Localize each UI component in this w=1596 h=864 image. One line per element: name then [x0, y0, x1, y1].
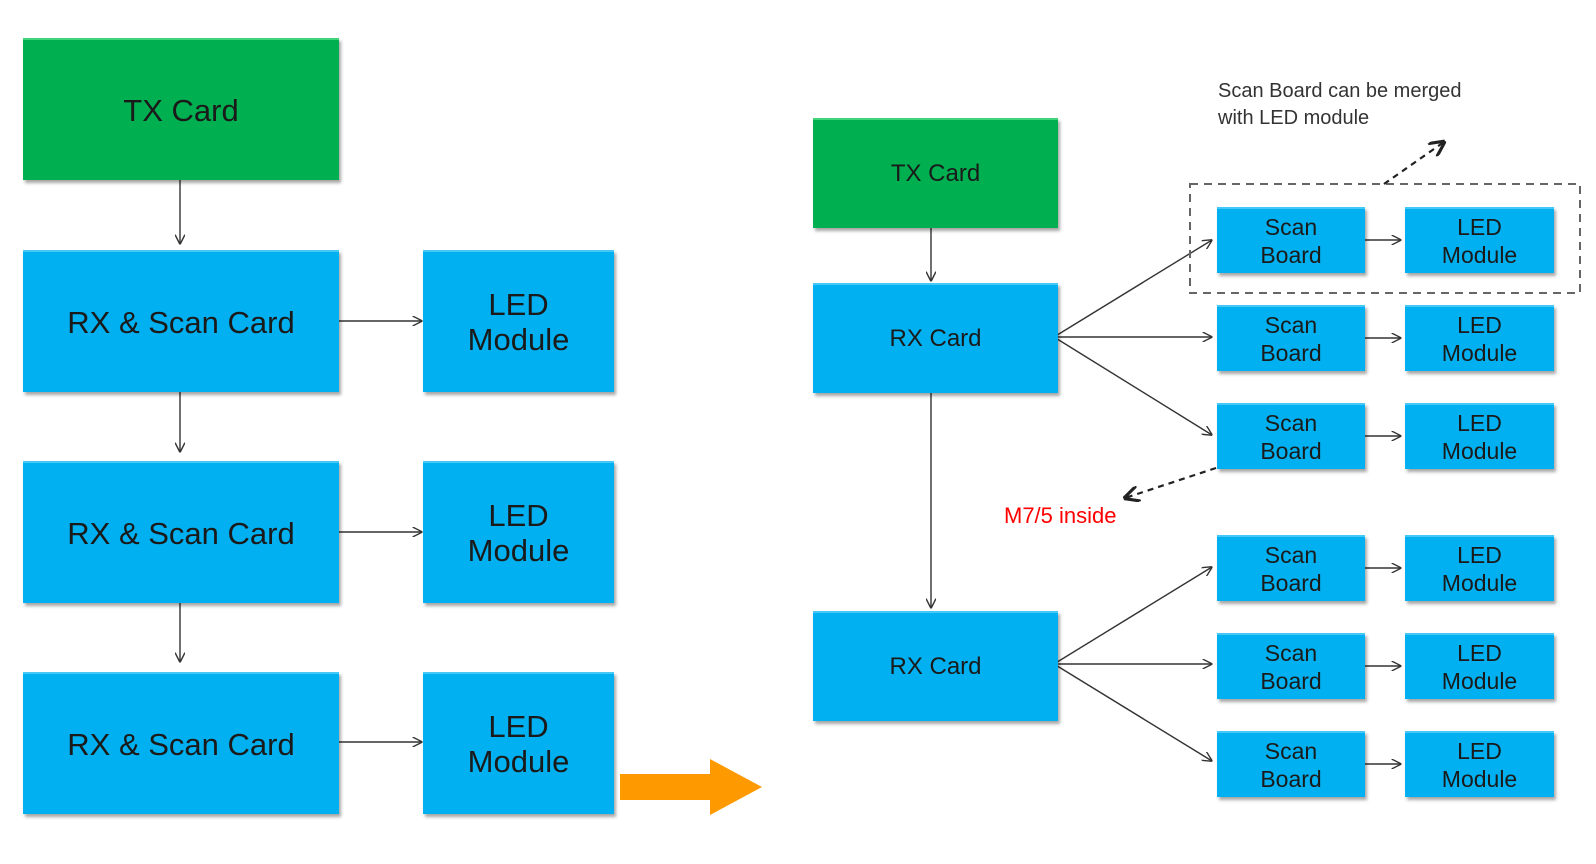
right-led-module-4-label: LED Module [1441, 542, 1518, 596]
left-tx-card-label: TX Card [123, 92, 239, 128]
merge-note-dashed-arrow [1383, 142, 1444, 185]
right-led-module-6: LED Module [1405, 731, 1554, 797]
right-led-module-1: LED Module [1405, 207, 1554, 273]
right-led-module-5-label: LED Module [1441, 640, 1518, 694]
right-rx-card-2: RX Card [813, 611, 1058, 721]
scan-board-3-label: Scan Board [1260, 410, 1322, 464]
scan-board-5: Scan Board [1217, 633, 1365, 699]
left-rx-scan-card-2: RX & Scan Card [23, 461, 339, 603]
merge-group-dashed-box [1189, 183, 1581, 294]
right-rx-card-1: RX Card [813, 283, 1058, 393]
right-led-module-3-label: LED Module [1441, 410, 1518, 464]
right-led-module-4: LED Module [1405, 535, 1554, 601]
m7-inside-note: M7/5 inside [1004, 503, 1117, 528]
rx2-to-scan4-connector [1053, 567, 1212, 665]
left-rx-scan-card-1-label: RX & Scan Card [67, 304, 295, 340]
left-rx-scan-card-1: RX & Scan Card [23, 250, 339, 392]
scan-board-5-label: Scan Board [1260, 640, 1322, 694]
m7-note-dashed-arrow [1125, 466, 1217, 498]
right-led-module-3: LED Module [1405, 403, 1554, 469]
rx1-to-scan3-connector [1053, 336, 1212, 435]
right-rx-card-1-label: RX Card [889, 325, 982, 352]
right-rx-card-2-label: RX Card [889, 653, 982, 680]
left-led-module-2: LED Module [423, 461, 614, 603]
left-rx-scan-card-3-label: RX & Scan Card [67, 726, 295, 762]
transition-arrow [620, 759, 762, 815]
left-rx-scan-card-3: RX & Scan Card [23, 672, 339, 814]
right-led-module-2: LED Module [1405, 305, 1554, 371]
scan-board-1: Scan Board [1217, 207, 1365, 273]
rx2-to-scan6-connector [1053, 663, 1212, 761]
right-tx-card-label: TX Card [890, 160, 981, 187]
scan-board-4-label: Scan Board [1260, 542, 1322, 596]
scan-board-2: Scan Board [1217, 305, 1365, 371]
merge-note: Scan Board can be merged with LED module [1218, 80, 1462, 129]
right-led-module-2-label: LED Module [1441, 312, 1518, 366]
left-rx-scan-card-2-label: RX & Scan Card [67, 515, 295, 551]
scan-board-6-label: Scan Board [1260, 738, 1322, 792]
scan-board-6: Scan Board [1217, 731, 1365, 797]
right-led-module-5: LED Module [1405, 633, 1554, 699]
left-tx-card: TX Card [23, 38, 339, 180]
right-led-module-6-label: LED Module [1441, 738, 1518, 792]
rx1-to-scan1-connector [1053, 240, 1212, 338]
left-led-module-2-label: LED Module [467, 498, 570, 568]
left-led-module-3-label: LED Module [467, 709, 570, 779]
left-led-module-1: LED Module [423, 250, 614, 392]
right-tx-card: TX Card [813, 118, 1058, 228]
left-led-module-3: LED Module [423, 672, 614, 814]
scan-board-2-label: Scan Board [1260, 312, 1322, 366]
left-led-module-1-label: LED Module [467, 287, 570, 357]
scan-board-4: Scan Board [1217, 535, 1365, 601]
scan-board-1-label: Scan Board [1260, 214, 1322, 268]
right-led-module-1-label: LED Module [1441, 214, 1518, 268]
scan-board-3: Scan Board [1217, 403, 1365, 469]
